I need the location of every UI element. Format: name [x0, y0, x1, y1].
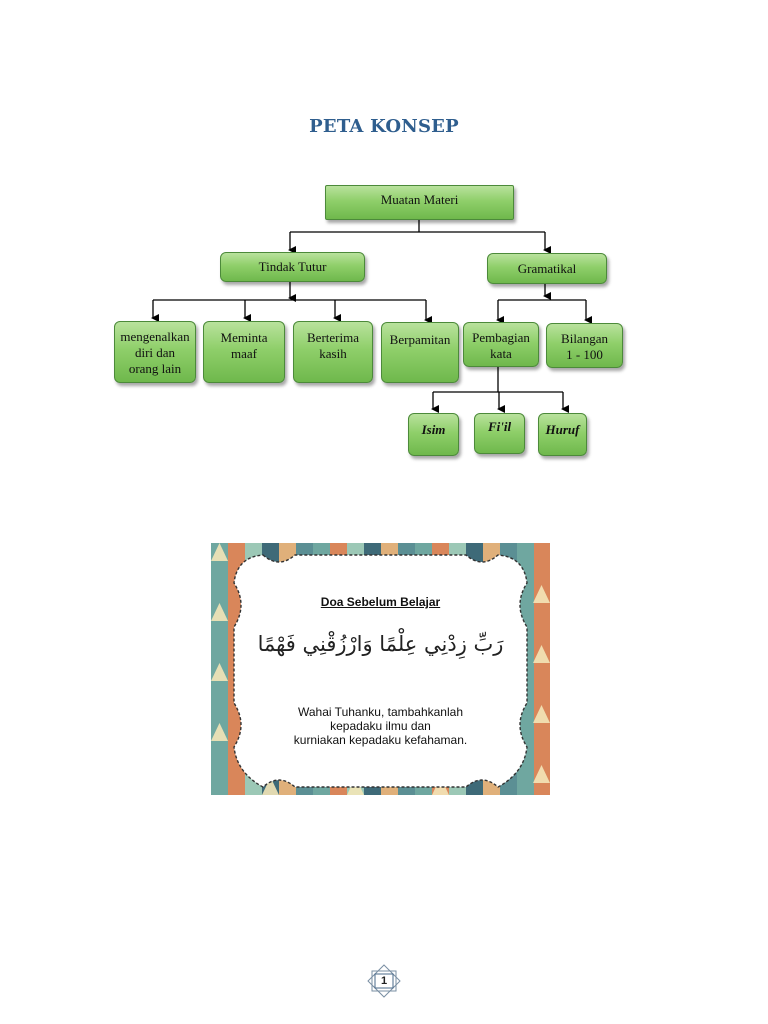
- page-number: 1: [380, 975, 388, 987]
- mengenalkan-line-3: orang lain: [128, 361, 182, 376]
- pencil-pattern: [211, 543, 550, 795]
- root-node: Muatan Materi: [325, 185, 514, 220]
- meminta-line-2: maaf: [231, 346, 257, 361]
- mengenalkan-node: mengenalkan diri dan orang lain: [114, 321, 196, 383]
- isim-label: Isim: [421, 422, 446, 437]
- meminta-maaf-node: Meminta maaf: [203, 321, 285, 383]
- card-content: Doa Sebelum Belajar رَبِّ زِدْنِي عِلْمً…: [234, 555, 527, 787]
- translation-line-1: Wahai Tuhanku, tambahkanlah: [298, 705, 463, 719]
- berpamitan-line-1: Berpamitan: [389, 332, 451, 347]
- gramatikal-node: Gramatikal: [487, 253, 607, 284]
- isim-node: Isim: [408, 413, 459, 456]
- bilangan-line-2: 1 - 100: [566, 347, 603, 362]
- fiil-node: Fi'il: [474, 413, 525, 454]
- card-frame: [233, 554, 528, 788]
- gramatikal-label: Gramatikal: [517, 261, 577, 276]
- berterima-line-2: kasih: [319, 346, 347, 361]
- translation-line-2: kepadaku ilmu dan: [330, 719, 431, 733]
- berterima-kasih-node: Berterima kasih: [293, 321, 373, 383]
- page-title: PETA KONSEP: [309, 116, 459, 137]
- bilangan-line-1: Bilangan: [561, 331, 608, 346]
- tindak-tutur-label: Tindak Tutur: [258, 259, 327, 274]
- mengenalkan-line-1: mengenalkan: [120, 329, 190, 344]
- berterima-line-1: Berterima: [307, 330, 359, 345]
- root-label: Muatan Materi: [380, 192, 459, 207]
- huruf-node: Huruf: [538, 413, 587, 456]
- pembagian-kata-node: Pembagian kata: [463, 322, 539, 367]
- huruf-label: Huruf: [545, 422, 580, 437]
- translation-line-3: kurniakan kepadaku kefahaman.: [293, 733, 468, 747]
- fiil-label: Fi'il: [487, 419, 512, 434]
- bilangan-node: Bilangan 1 - 100: [546, 323, 623, 368]
- berpamitan-node: Berpamitan: [381, 322, 459, 383]
- doa-heading: Doa Sebelum Belajar: [320, 595, 441, 609]
- pembagian-line-2: kata: [490, 346, 512, 361]
- page-ornament: [367, 964, 401, 998]
- pembagian-line-1: Pembagian: [472, 330, 530, 345]
- meminta-line-1: Meminta: [220, 330, 268, 345]
- arabic-prayer: رَبِّ زِدْنِي عِلْمًا وَارْزُقْنِي فَهْم…: [257, 632, 504, 656]
- mengenalkan-line-2: diri dan: [134, 345, 176, 360]
- tindak-tutur-node: Tindak Tutur: [220, 252, 365, 282]
- doa-translation: Wahai Tuhanku, tambahkanlah kepadaku ilm…: [234, 705, 527, 747]
- doa-card: Doa Sebelum Belajar رَبِّ زِدْنِي عِلْمً…: [211, 543, 550, 795]
